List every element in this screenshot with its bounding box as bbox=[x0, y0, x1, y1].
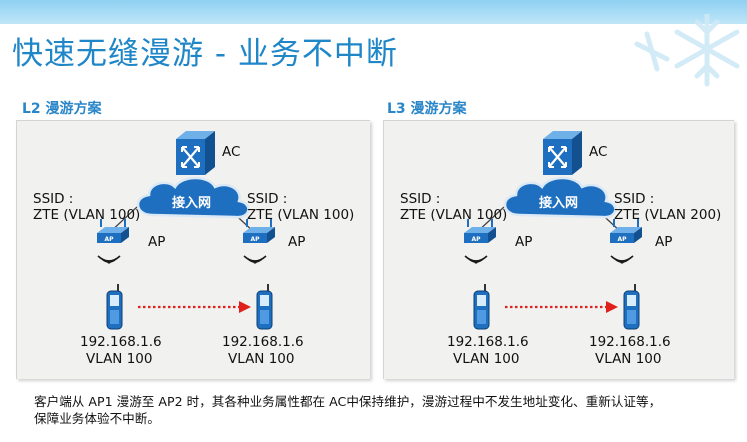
ac-label: AC bbox=[589, 144, 608, 160]
left-vlan: VLAN 100 bbox=[86, 351, 153, 367]
wifi-signal-icon bbox=[464, 255, 488, 264]
right-ssid-line2: ZTE (VLAN 100) bbox=[247, 207, 355, 223]
l2-diagram-panel: AP AP bbox=[16, 120, 370, 379]
right-ap-label: AP bbox=[288, 234, 306, 250]
left-ssid-line2: ZTE (VLAN 100) bbox=[400, 207, 508, 223]
switch-controller-icon bbox=[543, 131, 582, 175]
footer-description: 客户端从 AP1 漫游至 AP2 时，其各种业务属性都在 AC中保持维护，漫游过… bbox=[34, 393, 724, 427]
left-ssid-line1: SSID : bbox=[33, 191, 74, 207]
left-ssid-line1: SSID : bbox=[400, 191, 441, 207]
right-ssid-line2: ZTE (VLAN 200) bbox=[614, 207, 722, 223]
l3-heading: L3 漫游方案 bbox=[387, 101, 467, 117]
access-point-icon: AP bbox=[243, 219, 275, 243]
left-ap-label: AP bbox=[515, 234, 533, 250]
right-ssid-line1: SSID : bbox=[247, 191, 288, 207]
l2-heading: L2 漫游方案 bbox=[22, 101, 102, 117]
mobile-phone-icon bbox=[106, 284, 123, 330]
wifi-signal-icon bbox=[97, 255, 121, 264]
access-point-icon: AP bbox=[464, 219, 496, 243]
right-ap-label: AP bbox=[655, 234, 673, 250]
mobile-phone-icon bbox=[623, 284, 640, 330]
ap-badge-text: AP bbox=[104, 236, 114, 243]
right-ip: 192.168.1.6 bbox=[222, 334, 304, 350]
left-ssid-line2: ZTE (VLAN 100) bbox=[33, 207, 141, 223]
ac-label: AC bbox=[222, 144, 241, 160]
ap-badge-text: AP bbox=[617, 236, 627, 243]
snowflake-decoration-icon bbox=[634, 14, 740, 87]
right-vlan: VLAN 100 bbox=[228, 351, 295, 367]
left-vlan: VLAN 100 bbox=[453, 351, 520, 367]
right-ssid-line1: SSID : bbox=[614, 191, 655, 207]
roaming-arrow-icon bbox=[138, 301, 251, 313]
ap-badge-text: AP bbox=[471, 236, 481, 243]
roaming-arrow-icon bbox=[505, 301, 618, 313]
access-point-icon: AP bbox=[97, 219, 129, 243]
cloud-icon bbox=[136, 176, 250, 219]
right-ip: 192.168.1.6 bbox=[589, 334, 671, 350]
page-title: 快速无缝漫游 - 业务不中断 bbox=[12, 36, 398, 72]
ap-badge-text: AP bbox=[250, 236, 260, 243]
right-vlan: VLAN 100 bbox=[595, 351, 662, 367]
wifi-signal-icon bbox=[243, 255, 267, 264]
left-ip: 192.168.1.6 bbox=[447, 334, 529, 350]
cloud-icon bbox=[503, 176, 617, 219]
cloud-label: 接入网 bbox=[172, 196, 212, 211]
l3-diagram-panel: AP AP bbox=[383, 120, 734, 379]
mobile-phone-icon bbox=[256, 284, 273, 330]
footer-line-2: 保障业务体验不中断。 bbox=[34, 411, 160, 426]
switch-controller-icon bbox=[176, 131, 215, 175]
left-ap-label: AP bbox=[148, 234, 166, 250]
mobile-phone-icon bbox=[473, 284, 490, 330]
access-point-icon: AP bbox=[610, 219, 642, 243]
top-banner bbox=[0, 0, 747, 24]
footer-line-1: 客户端从 AP1 漫游至 AP2 时，其各种业务属性都在 AC中保持维护，漫游过… bbox=[34, 394, 662, 409]
cloud-label: 接入网 bbox=[539, 196, 579, 211]
wifi-signal-icon bbox=[610, 255, 634, 264]
left-ip: 192.168.1.6 bbox=[80, 334, 162, 350]
